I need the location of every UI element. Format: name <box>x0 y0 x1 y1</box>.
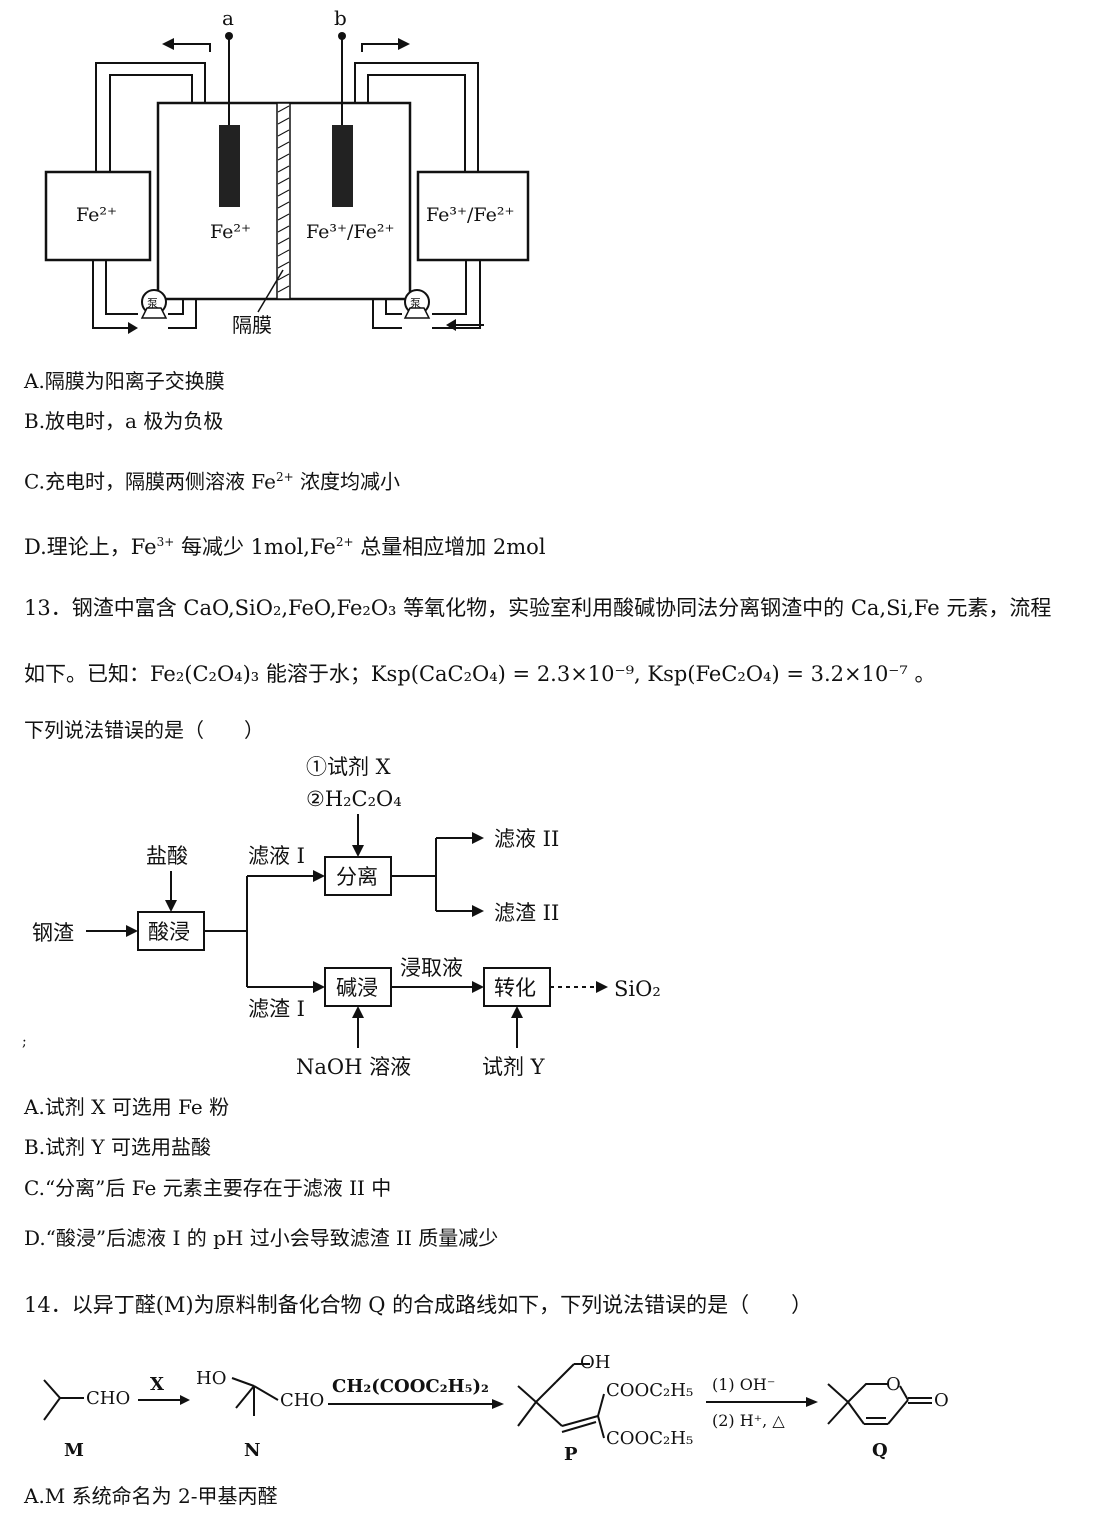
q13-option-b: B.试剂 Y 可选用盐酸 <box>24 1135 211 1159</box>
q13-stem-line2: 如下。已知：Fe₂(C₂O₄)₃ 能溶于水；Ksp(CaC₂O₄) = 2.3×… <box>24 662 936 686</box>
oxalic-acid-label: ②H₂C₂O₄ <box>306 787 402 811</box>
tank-right-label: Fe³⁺/Fe²⁺ <box>426 204 514 226</box>
q13-stem-line1: 13．钢渣中富含 CaO,SiO₂,FeO,Fe₂O₃ 等氧化物，实验室利用酸碱… <box>24 596 1052 620</box>
filtrate-1-label: 滤液 I <box>248 844 305 868</box>
ring-oxygen: O <box>886 1374 901 1395</box>
n-cho: CHO <box>280 1390 324 1411</box>
electrode-a <box>219 125 240 207</box>
residue-1-label: 滤渣 I <box>248 997 305 1021</box>
label-p: P <box>564 1444 578 1465</box>
q13-option-a: A.试剂 X 可选用 Fe 粉 <box>24 1095 230 1119</box>
cell-right-label: Fe³⁺/Fe²⁺ <box>306 221 394 243</box>
q14-option-a: A.M 系统命名为 2-甲基丙醛 <box>24 1484 278 1508</box>
q12-option-a: A.隔膜为阳离子交换膜 <box>24 369 225 393</box>
reagent-x-label: ①试剂 X <box>306 755 391 779</box>
malonate-reagent: CH₂(COOC₂H₅)₂ <box>332 1376 489 1397</box>
reagent-x: X <box>150 1374 164 1395</box>
p-ester-top: COOC₂H₅ <box>606 1380 693 1401</box>
stray-mark: ; <box>22 1034 27 1050</box>
q13-option-d: D.“酸浸”后滤液 I 的 pH 过小会导致滤渣 II 质量减少 <box>24 1226 499 1250</box>
q13-stem-line3: 下列说法错误的是（ ） <box>24 718 264 742</box>
reagent-y-label: 试剂 Y <box>482 1055 546 1079</box>
svg-text:泵: 泵 <box>147 297 158 310</box>
filtrate-2-label: 滤液 II <box>494 827 559 851</box>
steel-slag-label: 钢渣 <box>32 921 74 945</box>
left-pump: 泵 <box>140 289 168 319</box>
tank-left-label: Fe²⁺ <box>76 204 117 226</box>
membrane-label: 隔膜 <box>232 313 272 337</box>
q13-flowchart: ①试剂 X ②H₂C₂O₄ 盐酸 钢渣 滤液 I 滤液 II 滤渣 II 滤渣 … <box>22 755 661 1079</box>
step-1: (1) OH⁻ <box>712 1375 775 1394</box>
svg-text:碱浸: 碱浸 <box>336 976 378 1000</box>
electrode-b-label: b <box>334 6 347 30</box>
m-cho: CHO <box>86 1388 130 1409</box>
step-2: (2) H⁺, △ <box>712 1411 785 1430</box>
electrode-b <box>332 125 353 207</box>
p-oh: OH <box>580 1352 610 1373</box>
p-ester-bottom: COOC₂H₅ <box>606 1428 693 1449</box>
q14-stem: 14．以异丁醛(M)为原料制备化合物 Q 的合成路线如下，下列说法错误的是（ ） <box>24 1293 813 1317</box>
q12-option-c: C.充电时，隔膜两侧溶液 Fe2+ 浓度均减小 <box>24 469 400 494</box>
flow-battery-diagram: a b 泵 泵 隔膜 Fe²⁺ Fe²⁺ F <box>44 6 530 337</box>
left-pipes <box>92 62 206 329</box>
right-pipes <box>354 62 481 329</box>
electrode-a-label: a <box>222 6 234 30</box>
carbonyl-oxygen: O <box>934 1390 949 1411</box>
membrane <box>276 102 291 300</box>
membrane-hatching <box>277 105 290 293</box>
svg-text:酸浸: 酸浸 <box>148 920 190 944</box>
n-ho: HO <box>196 1368 226 1389</box>
sio2-label: SiO₂ <box>614 977 661 1001</box>
right-tank <box>416 170 530 262</box>
hcl-label: 盐酸 <box>146 844 188 868</box>
q12-option-d: D.理论上，Fe3+ 每减少 1mol,Fe2+ 总量相应增加 2mol <box>24 535 546 559</box>
svg-text:泵: 泵 <box>410 297 421 310</box>
label-n: N <box>244 1440 260 1461</box>
naoh-label: NaOH 溶液 <box>296 1055 411 1079</box>
q12-option-b: B.放电时，a 极为负极 <box>24 409 224 433</box>
cell-left-label: Fe²⁺ <box>210 221 251 243</box>
leachate-label: 浸取液 <box>400 956 463 980</box>
right-pump: 泵 <box>403 289 431 319</box>
label-m: M <box>64 1440 84 1461</box>
residue-2-label: 滤渣 II <box>494 901 559 925</box>
svg-text:分离: 分离 <box>336 865 378 889</box>
q13-option-c: C.“分离”后 Fe 元素主要存在于滤液 II 中 <box>24 1176 392 1200</box>
svg-text:转化: 转化 <box>494 976 536 1000</box>
q14-synthesis-scheme: CHO X HO CHO CH₂(COOC₂H₅)₂ OH COOC₂H₅ CO… <box>43 1352 949 1465</box>
label-q: Q <box>872 1440 888 1461</box>
left-tank <box>44 170 152 262</box>
